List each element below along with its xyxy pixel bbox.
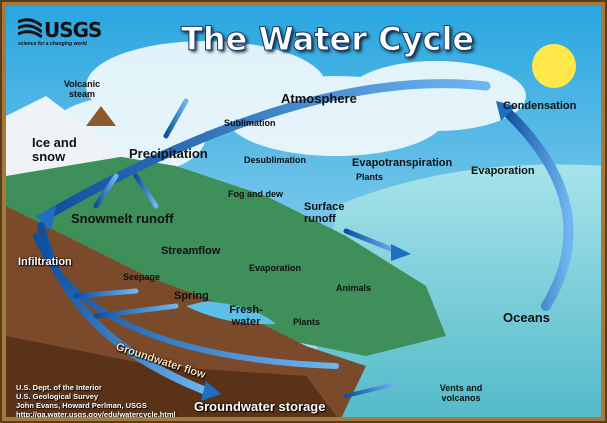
credit-line: John Evans, Howard Perlman, USGS <box>16 401 147 410</box>
label-ice-and-snow: Ice and snow <box>32 135 77 165</box>
label-surface-runoff: Surface runoff <box>304 201 345 226</box>
label-freshwater: Fresh-water <box>229 304 263 329</box>
label-streamflow: Streamflow <box>161 245 221 257</box>
page-title: The Water Cycle <box>180 20 475 59</box>
ocean <box>307 164 601 417</box>
label-precipitation: Precipitation <box>129 146 208 161</box>
label-sublimation: Sublimation <box>224 118 276 128</box>
arrowheads <box>36 101 516 401</box>
label-snowmelt-runoff: Snowmelt runoff <box>71 211 174 226</box>
sun <box>532 44 576 88</box>
label-animals: Animals <box>336 283 372 293</box>
label-atmosphere: Atmosphere <box>281 91 357 106</box>
label-plants-lower: Plants <box>293 317 321 327</box>
water-cycle-illustration <box>6 6 601 417</box>
label-spring: Spring <box>174 290 209 302</box>
logo-tagline: science for a changing world <box>18 41 87 47</box>
credit-url: http://ga.water.usgs.gov/edu/watercycle.… <box>16 410 176 419</box>
flow-arrows <box>33 79 574 398</box>
freshwater-lake <box>186 301 276 325</box>
label-volcanic-steam: Volcanic steam <box>63 79 101 99</box>
label-desublimation: Desublimation <box>244 155 307 165</box>
label-infiltration: Infiltration <box>18 256 72 268</box>
credit-line: U.S. Geological Survey <box>16 392 99 401</box>
label-groundwater-storage: Groundwater storage <box>194 399 326 414</box>
logo-text: USGS <box>44 18 102 42</box>
label-evapotranspiration: Evapotranspiration <box>352 157 453 169</box>
label-fog-and-dew: Fog and dew <box>228 189 283 199</box>
label-evaporation-land: Evaporation <box>249 263 302 273</box>
label-oceans: Oceans <box>503 310 550 325</box>
label-condensation: Condensation <box>503 100 577 112</box>
label-evaporation-ocean: Evaporation <box>471 165 535 177</box>
label-plants-upper: Plants <box>356 172 384 182</box>
usgs-wave-icon <box>17 18 43 39</box>
credit-line: U.S. Dept. of the Interior <box>16 383 102 392</box>
credits: U.S. Dept. of the Interior U.S. Geologic… <box>16 383 176 419</box>
usgs-logo: USGS science for a changing world <box>17 18 102 47</box>
snow-mountain <box>6 96 126 176</box>
label-seepage: Seepage <box>123 272 161 282</box>
label-vents-and-volcanos: Vents and volcanos <box>439 383 483 403</box>
volcano <box>86 106 116 126</box>
clouds <box>46 41 526 176</box>
